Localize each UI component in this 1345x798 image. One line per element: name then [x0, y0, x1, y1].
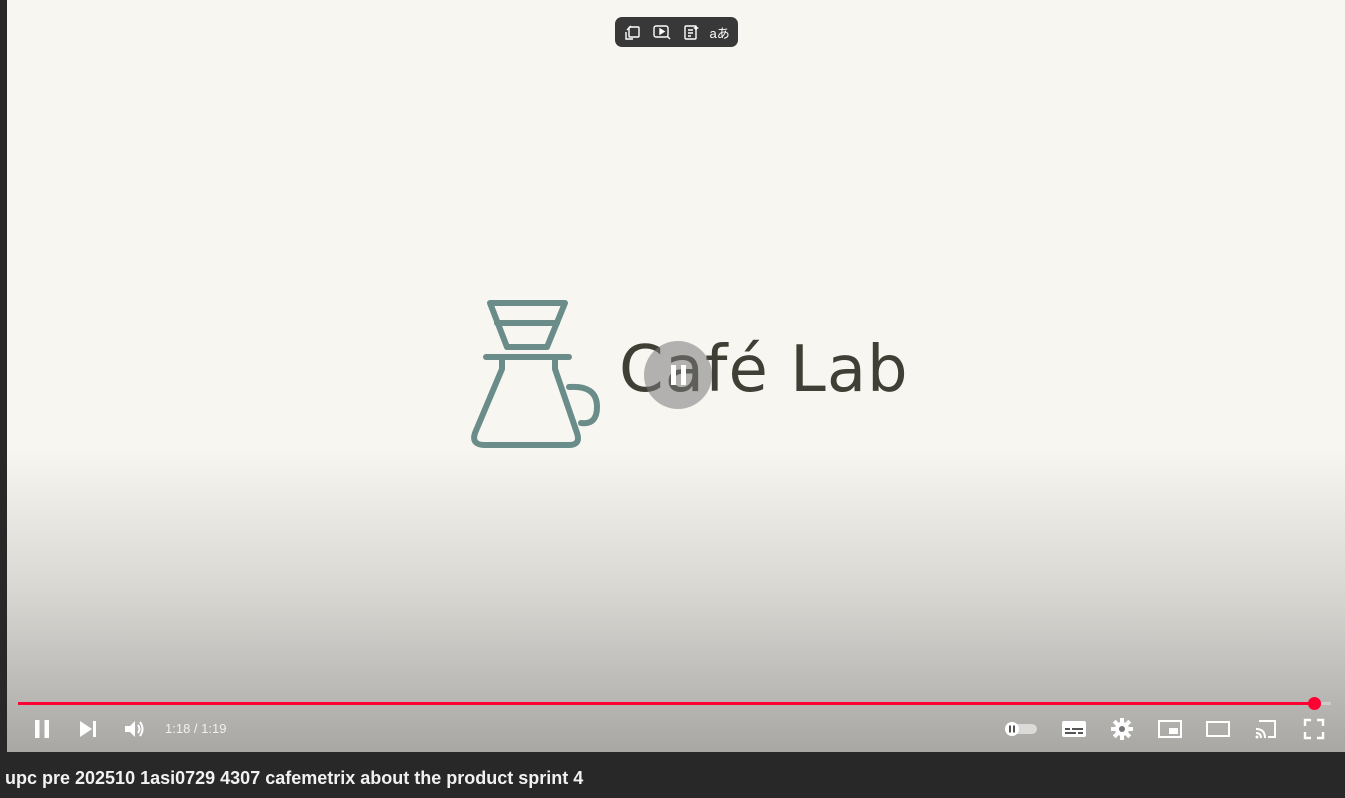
- video-title: upc pre 202510 1asi0729 4307 cafemetrix …: [5, 768, 584, 788]
- video-player[interactable]: aあ Café Lab: [7, 0, 1345, 752]
- pause-icon: [671, 365, 686, 385]
- coffee-dripper-icon: [471, 300, 600, 448]
- theater-icon: [1206, 721, 1230, 737]
- center-pause-button[interactable]: [644, 341, 712, 409]
- pause-icon: [35, 720, 49, 738]
- next-icon: [80, 721, 96, 737]
- autoplay-toggle[interactable]: [1003, 714, 1039, 744]
- autoplay-toggle-icon: [1005, 722, 1037, 736]
- time-display: 1:18 / 1:19: [165, 721, 227, 736]
- translate-icon[interactable]: aあ: [708, 20, 732, 44]
- next-button[interactable]: [73, 714, 103, 744]
- progress-fill: [18, 702, 1314, 705]
- fullscreen-button[interactable]: [1299, 714, 1329, 744]
- miniplayer-icon: [1158, 720, 1182, 738]
- progress-bar[interactable]: [18, 697, 1331, 710]
- cast-button[interactable]: [1251, 714, 1281, 744]
- translate-label: aあ: [709, 25, 730, 41]
- settings-icon: [1111, 718, 1133, 740]
- cast-icon: [1255, 720, 1276, 739]
- notes-icon[interactable]: [679, 20, 703, 44]
- loop-icon[interactable]: [621, 20, 645, 44]
- subtitles-button[interactable]: [1059, 714, 1089, 744]
- fullscreen-icon: [1303, 718, 1325, 740]
- controls-gradient: [7, 450, 1345, 752]
- theater-mode-button[interactable]: [1203, 714, 1233, 744]
- pause-button[interactable]: [27, 714, 57, 744]
- volume-icon: [125, 721, 144, 737]
- volume-button[interactable]: [120, 714, 150, 744]
- settings-button[interactable]: [1107, 714, 1137, 744]
- ai-video-icon[interactable]: [650, 20, 674, 44]
- miniplayer-button[interactable]: [1155, 714, 1185, 744]
- subtitles-icon: [1062, 721, 1086, 737]
- progress-scrubber[interactable]: [1307, 697, 1321, 710]
- video-toolbar: aあ: [615, 17, 738, 47]
